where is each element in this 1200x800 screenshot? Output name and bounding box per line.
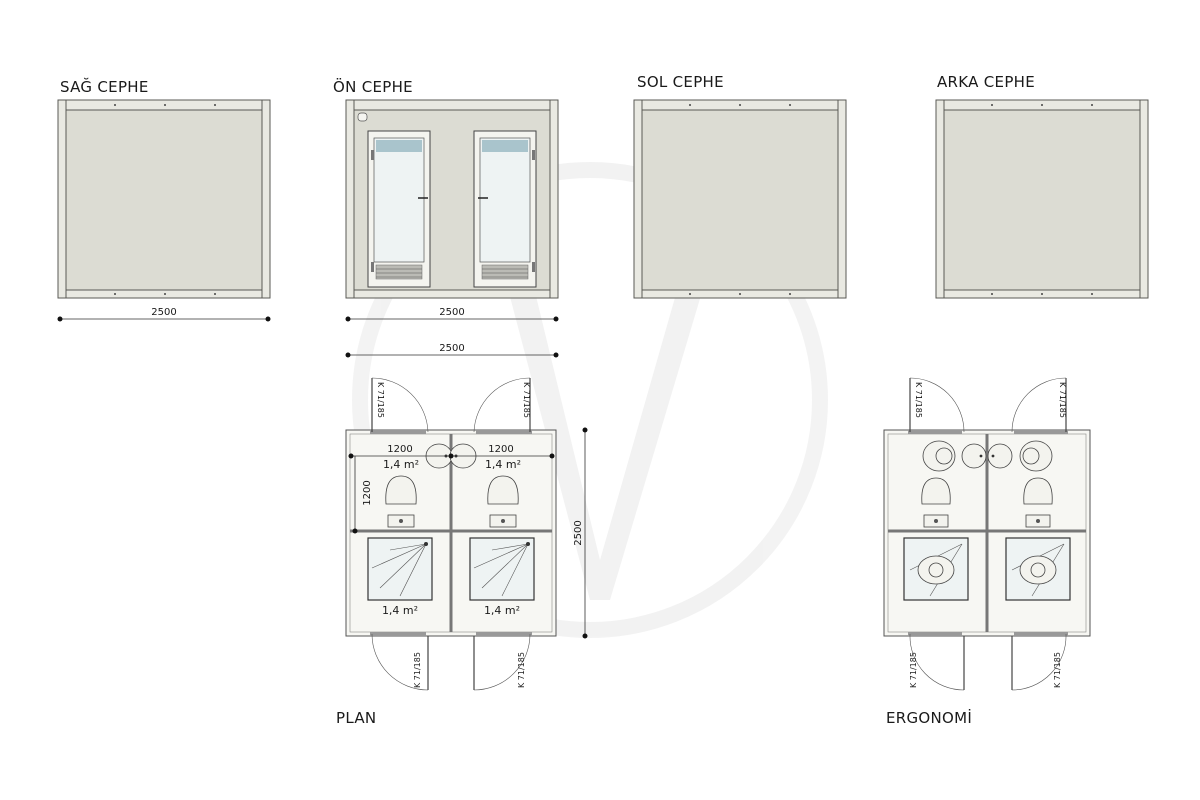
plan-shower-right xyxy=(469,537,535,601)
ergo-shower-right xyxy=(1005,537,1071,601)
ergo-door-code-bottom-right: K 71/185 xyxy=(1053,652,1062,688)
dim-front-width: 2500 xyxy=(439,307,464,318)
ergo-toilet-right xyxy=(1023,477,1053,528)
plan-side-dimension: 2500 xyxy=(573,427,588,639)
ergo-door-code-bottom-left: K 71/185 xyxy=(909,652,918,688)
ergo-door-top-right: K 71/185 xyxy=(1011,377,1068,434)
ergo-sinks-with-people xyxy=(922,440,1053,472)
dim-right-width: 2500 xyxy=(151,307,176,318)
door-code-bottom-left: K 71/185 xyxy=(413,652,422,688)
ergo-door-bottom-left: K 71/185 xyxy=(908,632,965,691)
plan-drawing: K 71/185 K 71/185 K 71/185 K 71/185 xyxy=(345,377,557,691)
ergo-toilet-left xyxy=(921,477,951,528)
dim-plan-top-width: 2500 xyxy=(439,343,464,354)
door-code-top-right: K 71/185 xyxy=(522,382,531,418)
ergo-door-bottom-right: K 71/185 xyxy=(1011,632,1068,691)
front-elevation xyxy=(345,99,559,299)
right-elevation xyxy=(57,99,271,299)
ergo-shower-left xyxy=(903,537,969,601)
plan-door-bottom-right: K 71/185 xyxy=(473,632,532,691)
door-code-top-left: K 71/185 xyxy=(376,382,385,418)
back-elevation xyxy=(935,99,1149,299)
area-shower-left: 1,4 m² xyxy=(382,604,418,617)
plan-shower-left xyxy=(367,537,433,601)
area-shower-right: 1,4 m² xyxy=(484,604,520,617)
dim-cabin-depth: 1200 xyxy=(362,480,373,505)
ergonomics-drawing: K 71/185 K 71/185 K 71/185 K 71/185 xyxy=(883,377,1091,691)
title-ergonomics: ERGONOMİ xyxy=(886,708,972,727)
title-front-elevation: ÖN CEPHE xyxy=(333,77,413,96)
ergo-door-code-top-right: K 71/185 xyxy=(1058,382,1067,418)
front-dimension: 2500 xyxy=(345,307,559,322)
title-back-elevation: ARKA CEPHE xyxy=(937,73,1035,91)
dim-cabin-width-left: 1200 xyxy=(387,444,412,455)
front-door-left xyxy=(367,130,431,288)
plan-top-dimension: 2500 xyxy=(345,343,559,358)
area-toilet-right: 1,4 m² xyxy=(485,458,521,471)
dim-plan-height: 2500 xyxy=(573,520,584,545)
ergo-door-top-left: K 71/185 xyxy=(908,377,965,434)
right-dimension: 2500 xyxy=(57,307,271,322)
plan-door-bottom-left: K 71/185 xyxy=(370,632,429,691)
plan-door-top-right: K 71/185 xyxy=(473,377,532,434)
title-left-elevation: SOL CEPHE xyxy=(637,73,724,91)
area-toilet-left: 1,4 m² xyxy=(383,458,419,471)
plan-internal-dimensions: 1200 1200 1200 xyxy=(348,444,555,534)
front-door-right xyxy=(473,130,537,288)
title-right-elevation: SAĞ CEPHE xyxy=(60,77,149,96)
door-code-bottom-right: K 71/185 xyxy=(517,652,526,688)
plan-toilet-left xyxy=(385,475,417,528)
plan-toilet-right xyxy=(487,475,519,528)
left-elevation xyxy=(633,99,847,299)
title-plan: PLAN xyxy=(336,709,376,727)
ergo-door-code-top-left: K 71/185 xyxy=(914,382,923,418)
plan-door-top-left: K 71/185 xyxy=(370,377,429,434)
dim-cabin-width-right: 1200 xyxy=(488,444,513,455)
